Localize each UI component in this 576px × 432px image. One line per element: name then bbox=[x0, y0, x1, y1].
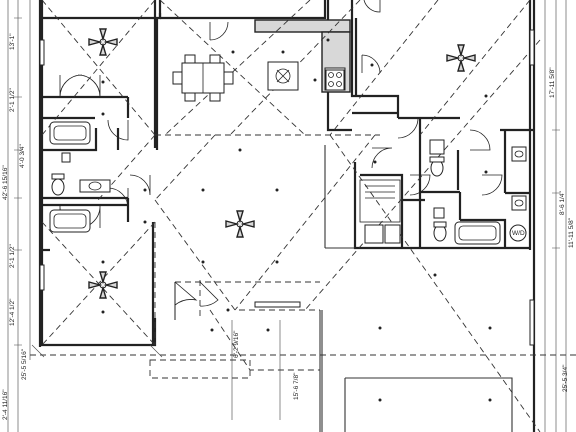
dim-left-1: 13'-1" bbox=[9, 33, 16, 50]
dim-left-7: 25'-5 5/16" bbox=[21, 348, 28, 380]
dim-left-4: 42'-6 15/16" bbox=[2, 165, 9, 200]
light-fixtures bbox=[101, 38, 492, 402]
kitchen-island bbox=[267, 61, 345, 91]
dim-left-2: 2'-1 1/2" bbox=[9, 88, 16, 112]
dim-left-8: 2'-4 11/16" bbox=[2, 389, 9, 420]
dim-right-4: 25'-5 3/4" bbox=[562, 364, 569, 392]
ceiling-fans bbox=[88, 28, 476, 299]
dim-bottom-2: 15'-6 7/8" bbox=[293, 372, 300, 400]
dim-right-3: 11'-11 5/8" bbox=[568, 217, 575, 248]
dim-left-6: 12'-4 1/2" bbox=[9, 298, 16, 326]
dim-right-1: 17'-11 5/8" bbox=[549, 67, 556, 98]
windows bbox=[39, 29, 535, 346]
plumbing-fixtures: W/D bbox=[49, 121, 527, 245]
dim-left-3: 4'-0 3/4" bbox=[19, 144, 26, 168]
dimension-lines bbox=[7, 0, 567, 432]
washer-dryer-label: W/D bbox=[512, 230, 525, 237]
dim-bottom-1: 6'-2 9/16" bbox=[233, 330, 240, 358]
dim-right-2: 8'-6 1/4" bbox=[559, 191, 566, 215]
dim-left-5: 2'-1 1/2" bbox=[9, 244, 16, 268]
garage-outline bbox=[344, 377, 513, 432]
dining-table bbox=[172, 54, 234, 102]
doors bbox=[59, 0, 503, 307]
dimension-labels: 13'-1" 2'-1 1/2" 4'-0 3/4" 42'-6 15/16" … bbox=[2, 33, 575, 420]
roof-lines bbox=[30, 0, 576, 432]
